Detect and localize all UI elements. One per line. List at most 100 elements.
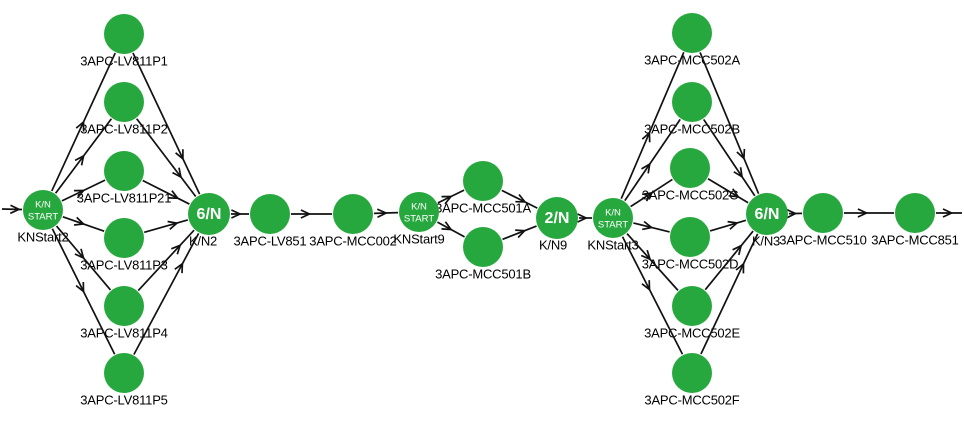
node-inner-text-knstart9-0: K/N bbox=[411, 202, 427, 213]
edge-knstart3-mcc502e bbox=[626, 233, 679, 291]
edge-lv811p5-kn2 bbox=[133, 233, 200, 355]
node-circle-lv811p2[interactable] bbox=[104, 82, 144, 122]
node-inner-text-kn2: 6/N bbox=[197, 206, 222, 223]
node-label-lv811p5: 3APC-LV811P5 bbox=[80, 392, 167, 407]
node-circle-mcc501b[interactable] bbox=[463, 227, 503, 267]
node-label-knstart3: KNStart3 bbox=[587, 237, 638, 252]
arrowhead bbox=[641, 191, 654, 202]
node-label-mcc502f: 3APC-MCC502F bbox=[644, 392, 739, 407]
edge-mcc502c-kn3 bbox=[707, 178, 749, 204]
node-circle-mcc502c[interactable] bbox=[670, 148, 710, 188]
node-circle-mcc002[interactable] bbox=[333, 194, 373, 234]
labels-layer: KNStart23APC-LV811P13APC-LV811P23APC-LV8… bbox=[17, 52, 958, 407]
arrowhead bbox=[9, 204, 21, 215]
arrowhead bbox=[942, 208, 954, 218]
node-inner-text-knstart2-0: K/N bbox=[35, 200, 51, 211]
edge-mcc502b-kn3 bbox=[702, 118, 756, 197]
edge-mcc501a-kn9 bbox=[501, 189, 538, 209]
node-circle-mcc502a[interactable] bbox=[672, 13, 712, 53]
arrowhead bbox=[642, 220, 654, 231]
node-circle-kn2[interactable] bbox=[188, 193, 230, 235]
edges-layer bbox=[1, 51, 962, 355]
arrowhead bbox=[376, 208, 388, 219]
arrowhead bbox=[515, 193, 527, 203]
node-label-mcc502e: 3APC-MCC502E bbox=[644, 325, 740, 340]
node-inner-text-kn9: 2/N bbox=[545, 210, 570, 227]
node-label-kn2: K/N2 bbox=[189, 233, 217, 248]
node-label-knstart2: KNStart2 bbox=[17, 229, 68, 244]
arrowhead bbox=[75, 281, 85, 294]
node-circle-lv851[interactable] bbox=[250, 194, 290, 234]
edge-knstart3-mcc502b bbox=[624, 118, 681, 202]
node-circle-mcc851[interactable] bbox=[895, 193, 935, 233]
edge-lv811p2-kn2 bbox=[136, 118, 197, 197]
edge-knstart3-mcc502f bbox=[621, 236, 684, 355]
arrowhead bbox=[641, 162, 651, 174]
node-label-knstart9: KNStart9 bbox=[393, 231, 444, 246]
node-circle-knstart2[interactable] bbox=[23, 190, 63, 230]
node-circle-mcc502b[interactable] bbox=[672, 82, 712, 122]
node-inner-text-knstart2-1: START bbox=[28, 212, 58, 223]
node-label-mcc851: 3APC-MCC851 bbox=[871, 232, 958, 247]
arrowhead bbox=[231, 209, 243, 219]
node-circle-mcc502f[interactable] bbox=[672, 353, 712, 393]
node-label-lv811p21: 3APC-LV811P21 bbox=[77, 190, 171, 205]
arrowhead bbox=[577, 213, 589, 223]
arrowhead bbox=[736, 148, 746, 161]
node-circle-lv811p21[interactable] bbox=[104, 151, 144, 191]
node-label-mcc502b: 3APC-MCC502B bbox=[644, 121, 740, 136]
arrowhead bbox=[74, 248, 85, 260]
arrowhead bbox=[640, 249, 652, 261]
arrowhead bbox=[74, 154, 85, 166]
node-inner-text-knstart3-1: START bbox=[598, 220, 628, 231]
arrowhead bbox=[168, 190, 180, 200]
node-circle-lv811p5[interactable] bbox=[104, 353, 144, 393]
node-label-lv811p1: 3APC-LV811P1 bbox=[80, 53, 167, 68]
edge-lv811p4-kn2 bbox=[137, 229, 195, 292]
arrowhead bbox=[170, 243, 182, 255]
node-label-mcc502d: 3APC-MCC502D bbox=[642, 256, 739, 271]
node-circle-kn9[interactable] bbox=[536, 197, 578, 239]
node-circle-mcc502e[interactable] bbox=[672, 286, 712, 326]
node-circle-knstart9[interactable] bbox=[399, 192, 439, 232]
arrowhead bbox=[74, 216, 86, 226]
node-circle-kn3[interactable] bbox=[746, 193, 788, 235]
node-label-mcc510: 3APC-MCC510 bbox=[779, 232, 866, 247]
node-label-mcc502c: 3APC-MCC502C bbox=[642, 187, 739, 202]
node-inner-text-kn3: 6/N bbox=[755, 206, 780, 223]
edge-mcc502d-kn3 bbox=[709, 219, 747, 232]
node-label-lv851: 3APC-LV851 bbox=[234, 233, 307, 248]
node-circle-mcc502d[interactable] bbox=[670, 217, 710, 257]
node-circle-knstart3[interactable] bbox=[593, 198, 633, 238]
node-label-kn3: K/N3 bbox=[752, 233, 780, 248]
node-circle-lv811p3[interactable] bbox=[104, 218, 144, 258]
arrowhead bbox=[727, 220, 739, 230]
arrowhead bbox=[735, 262, 745, 274]
node-circle-mcc510[interactable] bbox=[803, 193, 843, 233]
arrowhead bbox=[167, 220, 179, 230]
edge-lv811p21-kn2 bbox=[142, 179, 190, 205]
edge-mcc502a-kn3 bbox=[699, 52, 760, 195]
arrowhead bbox=[733, 167, 744, 179]
node-label-lv811p4: 3APC-LV811P4 bbox=[80, 325, 167, 340]
arrowhead bbox=[441, 195, 453, 205]
edge-mcc502f-kn3 bbox=[700, 233, 759, 355]
edge-knstart3-mcc502a bbox=[620, 51, 685, 200]
edge-mcc502e-kn3 bbox=[704, 230, 754, 291]
node-label-mcc501a: 3APC-MCC501A bbox=[435, 200, 531, 215]
edge-lv811p1-kn2 bbox=[132, 52, 201, 195]
node-circle-lv811p1[interactable] bbox=[104, 14, 144, 54]
arrowhead bbox=[732, 244, 743, 256]
arrowhead bbox=[857, 208, 869, 218]
node-circle-mcc501a[interactable] bbox=[463, 161, 503, 201]
arrowhead bbox=[515, 229, 527, 239]
arrowhead bbox=[73, 189, 86, 199]
node-circle-lv811p4[interactable] bbox=[104, 286, 144, 326]
arrowhead bbox=[174, 261, 184, 274]
arrowhead bbox=[641, 280, 651, 292]
arrowhead bbox=[728, 188, 740, 198]
arrowhead bbox=[441, 221, 453, 231]
edge-lv811p3-kn2 bbox=[143, 219, 189, 234]
